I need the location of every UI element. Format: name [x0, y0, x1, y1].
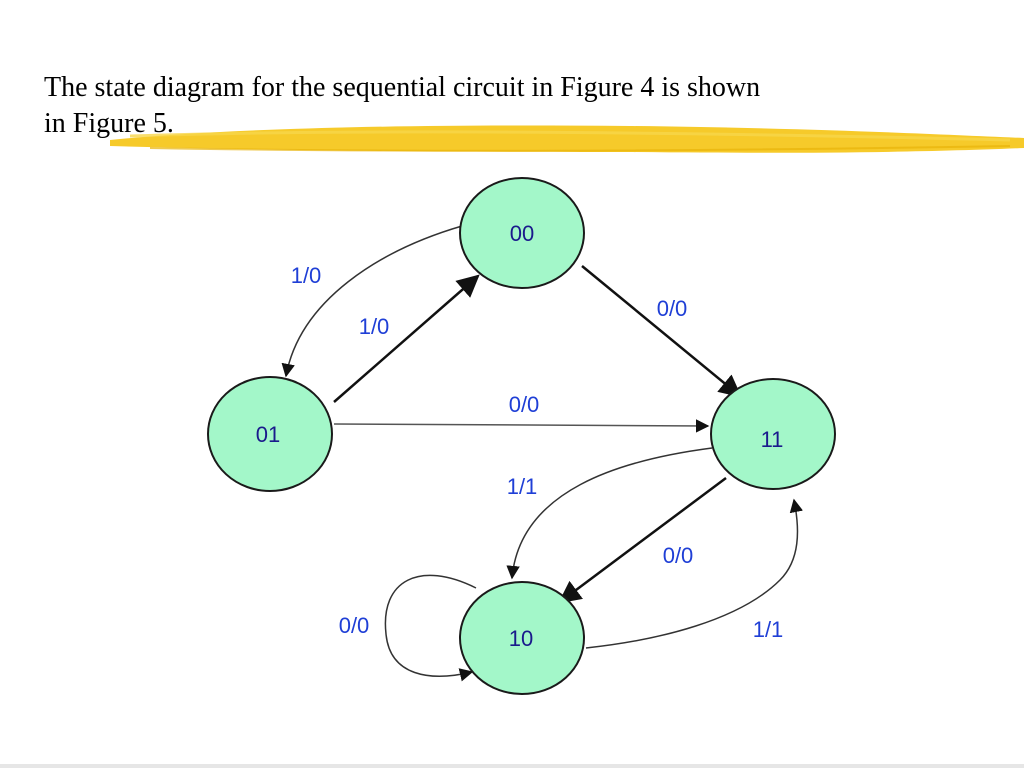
- label-01-to-11: 0/0: [509, 392, 540, 417]
- edge-01-to-00: [333, 274, 480, 403]
- text-line-1: The state diagram for the sequential cir…: [44, 72, 761, 103]
- edge-11-to-10-1-1: [506, 447, 713, 580]
- edge-11-to-10-0-0: [558, 476, 727, 604]
- label-10-self-loop: 0/0: [339, 613, 370, 638]
- label-01-to-00: 1/0: [359, 314, 390, 339]
- label-10-to-11: 1/1: [753, 617, 784, 642]
- slide-body-text: The state diagram for the sequential cir…: [44, 70, 944, 142]
- label-00-to-01: 1/0: [291, 263, 322, 288]
- edge-10-to-11: [585, 498, 803, 649]
- edge-10-self-loop: [384, 574, 477, 682]
- svg-text:10: 10: [509, 626, 533, 651]
- edge-01-to-11: [333, 419, 710, 433]
- state-11: 11: [710, 378, 836, 490]
- yellow-highlight-stroke: [110, 125, 1024, 153]
- svg-text:11: 11: [761, 427, 784, 452]
- state-01: 01: [207, 376, 333, 492]
- edge-00-to-01: [281, 225, 463, 378]
- label-11-to-10-1-1: 1/1: [507, 474, 538, 499]
- state-10: 10: [459, 581, 585, 695]
- state-00: 00: [459, 177, 585, 289]
- svg-text:00: 00: [510, 221, 534, 246]
- footer-divider: [0, 764, 1024, 768]
- label-00-to-11: 0/0: [657, 296, 688, 321]
- svg-text:01: 01: [256, 422, 280, 447]
- edge-00-to-11: [581, 265, 742, 398]
- label-11-to-10-0-0: 0/0: [663, 543, 694, 568]
